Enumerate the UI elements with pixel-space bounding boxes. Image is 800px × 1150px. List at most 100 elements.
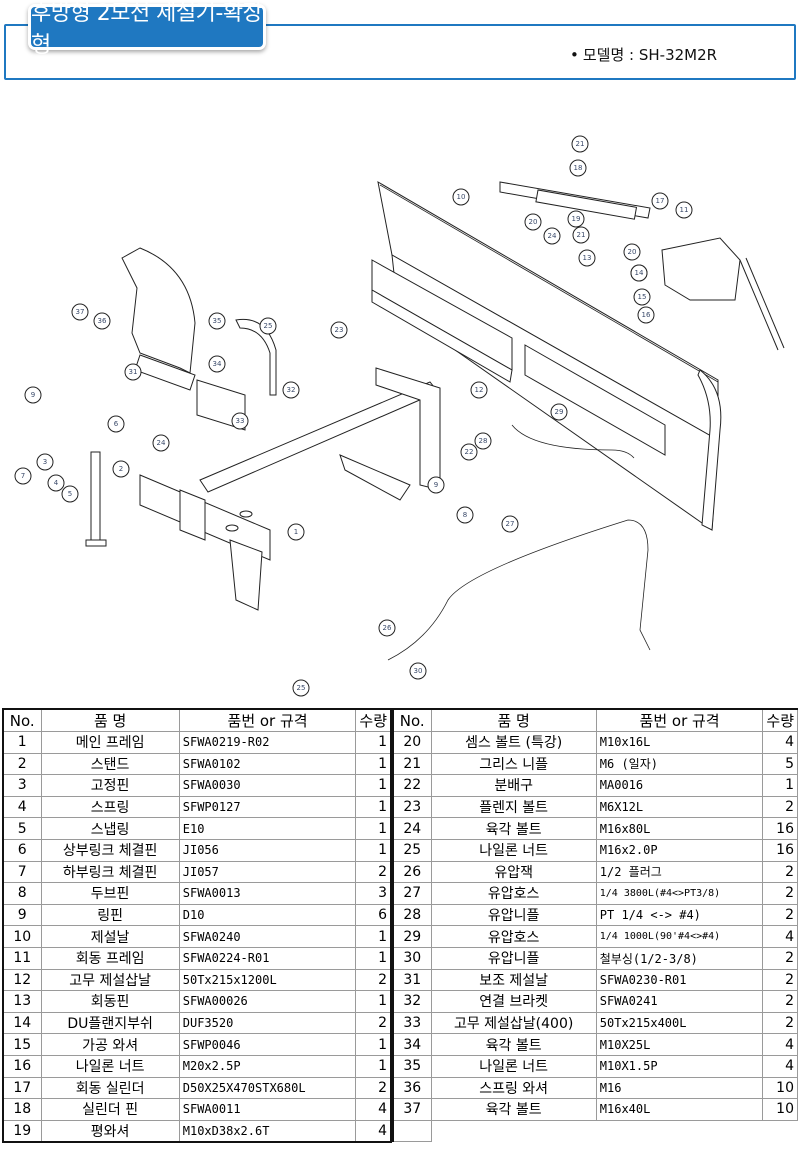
part-name: 회동핀 — [40, 990, 180, 1013]
callout-circle — [578, 249, 596, 267]
part-name: 육각 볼트 — [430, 1033, 597, 1056]
part-callout: 5 — [61, 485, 79, 503]
part-callout: 4 — [47, 474, 65, 492]
part-callout: 14 — [630, 264, 648, 282]
callout-circle — [378, 619, 396, 637]
part-spec: M10X1.5P — [595, 1054, 764, 1078]
part-quantity: 3 — [355, 882, 393, 905]
part-spec: DUF3520 — [178, 1011, 357, 1035]
part-number: 19 — [2, 1119, 42, 1143]
callout-circle — [259, 317, 277, 335]
part-number: 25 — [392, 838, 432, 862]
callout-label: 31 — [129, 368, 138, 376]
part-name: 그리스 니플 — [430, 752, 597, 776]
part-number: 26 — [392, 860, 432, 884]
part-spec: M16x2.0P — [595, 838, 764, 862]
part-spec: JI057 — [178, 860, 357, 884]
callout-label: 9 — [31, 391, 35, 399]
empty-cell — [392, 1119, 432, 1143]
callout-circle — [330, 321, 348, 339]
table-header-row: No. 품 명 품번 or 규격 수량 — [392, 708, 798, 732]
part-spec: 1/4 3800L(#4<>PT3/8) — [595, 882, 764, 905]
callout-circle — [571, 135, 589, 153]
part-spec: 철부싱(1/2-3/8) — [595, 946, 764, 970]
callout-label: 14 — [635, 269, 644, 277]
part-spec: SFWA0219-R02 — [178, 731, 357, 754]
part-quantity: 1 — [762, 774, 798, 797]
part-quantity: 16 — [762, 817, 798, 840]
part-quantity: 1 — [355, 752, 393, 776]
bullet-icon: • — [570, 46, 579, 64]
callout-circle — [292, 679, 310, 697]
part-quantity: 2 — [762, 990, 798, 1013]
part-quantity: 4 — [762, 925, 798, 948]
cylinder — [499, 181, 651, 220]
part-name: 육각 볼트 — [430, 1098, 597, 1121]
callout-circle — [543, 227, 561, 245]
col-name: 품 명 — [430, 708, 597, 732]
part-quantity: 2 — [762, 968, 798, 992]
part-name: 스탠드 — [40, 752, 180, 776]
part-callout: 9 — [24, 386, 42, 404]
callout-circle — [572, 226, 590, 244]
part-spec: M10X25L — [595, 1033, 764, 1056]
part-quantity: 2 — [762, 1011, 798, 1035]
part-callout: 27 — [501, 515, 519, 533]
part-callout: 19 — [567, 210, 585, 228]
part-spec: M20x2.5P — [178, 1054, 357, 1078]
callout-label: 17 — [656, 197, 665, 205]
part-callout: 33 — [231, 412, 249, 430]
part-number: 24 — [392, 817, 432, 840]
callout-label: 2 — [119, 465, 123, 473]
callout-label: 24 — [157, 439, 166, 447]
part-name: 유압니플 — [430, 903, 597, 927]
callout-circle — [152, 434, 170, 452]
part-spec: M16x80L — [595, 817, 764, 840]
callout-label: 34 — [213, 360, 222, 368]
part-callout: 9 — [427, 476, 445, 494]
part-callout: 24 — [543, 227, 561, 245]
part-spec: SFWA0011 — [178, 1098, 357, 1121]
callout-label: 20 — [529, 218, 538, 226]
part-quantity: 4 — [762, 1054, 798, 1078]
part-quantity: 1 — [355, 925, 393, 948]
callout-label: 11 — [680, 206, 689, 214]
part-number: 16 — [2, 1054, 42, 1078]
part-spec: M10xD38x2.6T — [178, 1119, 357, 1143]
part-number: 22 — [392, 774, 432, 797]
callout-label: 23 — [335, 326, 344, 334]
part-callout: 31 — [124, 363, 142, 381]
part-spec: MA0016 — [595, 774, 764, 797]
part-name: 회동 프레임 — [40, 946, 180, 970]
callout-circle — [637, 306, 655, 324]
callout-circle — [93, 312, 111, 330]
part-spec: SFWP0046 — [178, 1033, 357, 1056]
part-spec: SFWA00026 — [178, 990, 357, 1013]
part-name: 유압호스 — [430, 925, 597, 948]
callout-label: 25 — [264, 322, 273, 330]
callout-circle — [287, 523, 305, 541]
part-name: 고무 제설삽날(400) — [430, 1011, 597, 1035]
stand — [90, 451, 101, 543]
callout-circle — [456, 506, 474, 524]
callout-label: 10 — [457, 193, 466, 201]
part-number: 28 — [392, 903, 432, 927]
part-name: 상부링크 체결핀 — [40, 838, 180, 862]
part-number: 14 — [2, 1011, 42, 1035]
part-name: 링핀 — [40, 903, 180, 927]
part-quantity: 5 — [762, 752, 798, 776]
part-callout: 15 — [633, 288, 651, 306]
